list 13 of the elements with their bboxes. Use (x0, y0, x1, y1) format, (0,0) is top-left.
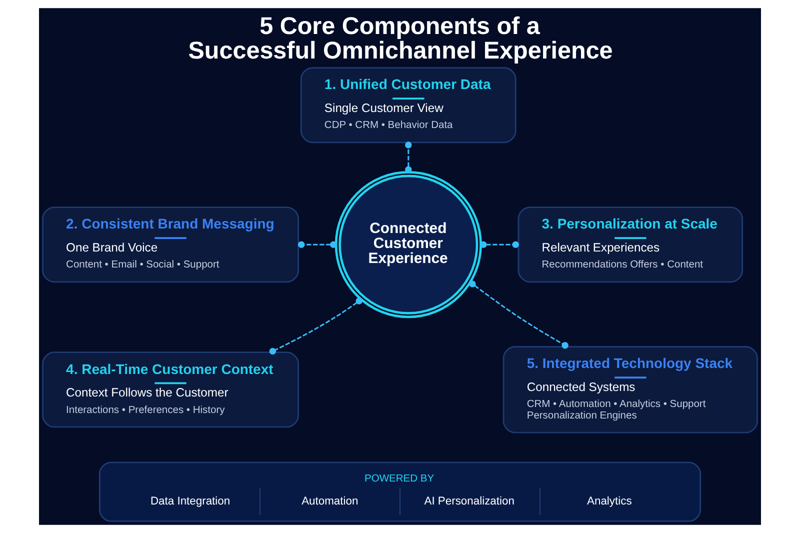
connector (405, 142, 412, 173)
node-box: 2. Consistent Brand Messaging One Brand Voice Content • Email • Social • Support (42, 206, 300, 283)
connector (298, 241, 337, 248)
connector (269, 298, 362, 355)
node-box: POWERED BY Data Integration Automation AI Personalization Analytics (98, 462, 702, 522)
node-box: 1. Unified Customer Data Single Customer View CDP • CRM • Behavior Data (300, 67, 516, 144)
node-box: 3. Personalization at Scale Relevant Experiences Recommendations Offers • Content (518, 206, 744, 283)
node-circle: Connected Customer Experience (334, 171, 482, 318)
connector (469, 280, 568, 349)
node-box: 4. Real-Time Customer Context Context Follows the Customer Interactions • Preferences • History (42, 352, 300, 428)
connector (480, 241, 519, 248)
node-box: 5. Integrated Technology Stack Connected Systems CRM • Automation • Analytics • Support Personalization Engines (502, 346, 758, 434)
diagram-title: 5 Core Components of a Successful Omnichannel Experience (188, 13, 613, 64)
